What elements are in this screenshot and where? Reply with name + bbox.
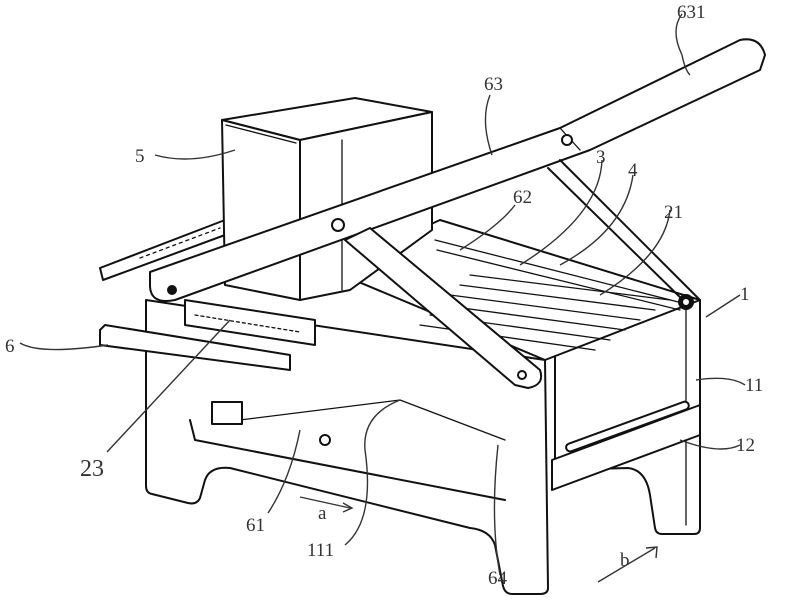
rear-strut xyxy=(547,159,701,310)
label-23: 23 xyxy=(80,456,104,482)
label-64: 64 xyxy=(488,568,508,589)
slotted-bar xyxy=(551,400,701,491)
front-crossbar xyxy=(99,299,316,371)
label-111: 111 xyxy=(307,540,334,561)
label-b: b xyxy=(620,550,630,571)
label-1: 1 xyxy=(740,284,750,305)
label-a: a xyxy=(318,503,327,524)
frame-right-side-plate xyxy=(554,299,701,535)
label-6: 6 xyxy=(5,336,15,357)
label-11: 11 xyxy=(745,375,763,396)
label-62: 62 xyxy=(513,187,532,208)
leader-lines xyxy=(19,13,746,576)
label-3: 3 xyxy=(596,147,606,168)
support-strut xyxy=(344,227,543,389)
direction-arrow-b xyxy=(597,546,658,583)
frame-front-side-plate xyxy=(145,299,549,595)
label-631: 631 xyxy=(677,2,706,23)
lever-arm xyxy=(149,38,766,302)
label-4: 4 xyxy=(628,160,638,181)
lower-tray xyxy=(189,399,506,501)
label-5: 5 xyxy=(135,146,145,167)
direction-arrow-a xyxy=(299,496,354,513)
label-61: 61 xyxy=(246,515,265,536)
label-63: 63 xyxy=(484,74,503,95)
label-21: 21 xyxy=(664,202,683,223)
label-12: 12 xyxy=(736,435,755,456)
